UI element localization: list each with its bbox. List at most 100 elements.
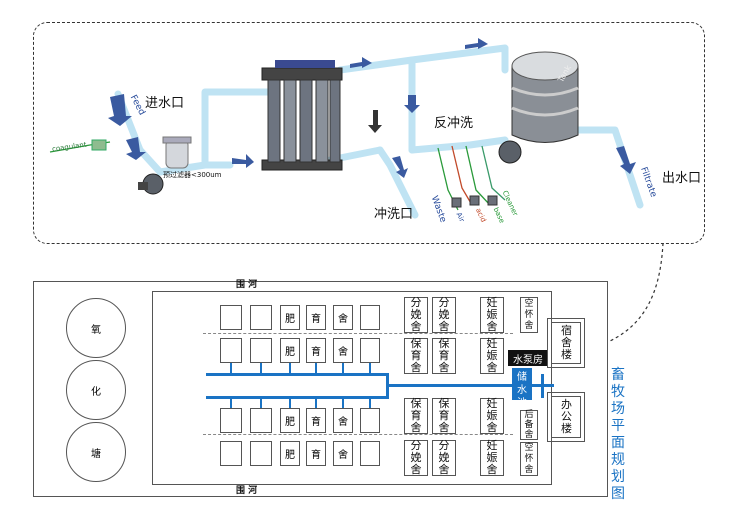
fattening-house: 育 bbox=[306, 441, 326, 466]
pen-label: 育 bbox=[311, 314, 321, 325]
nursery-label: 保育舍 bbox=[438, 397, 450, 434]
fattening-house: 肥 bbox=[280, 338, 300, 363]
fattening-house: 舍 bbox=[333, 338, 353, 363]
walkway-line bbox=[203, 333, 513, 334]
branch-pipe bbox=[230, 363, 232, 374]
pen bbox=[220, 305, 242, 330]
gestation-label: 妊娠舍 bbox=[486, 296, 498, 333]
dormitory: 宿舍楼 bbox=[551, 322, 581, 364]
river-top-label: 围 河 bbox=[236, 280, 258, 290]
farrowing-label: 分娩舍 bbox=[438, 296, 450, 333]
flush-arrow-icon bbox=[392, 156, 408, 178]
pen-label: 舍 bbox=[338, 347, 348, 358]
fattening-house: 肥 bbox=[280, 305, 300, 330]
farrowing-house: 分娩舍 bbox=[432, 297, 456, 333]
farrowing-label: 分娩舍 bbox=[438, 439, 450, 476]
gestation-house: 妊娠舍 bbox=[480, 398, 504, 434]
process-diagram-panel bbox=[33, 22, 705, 244]
backwash-arrow-icon bbox=[404, 95, 420, 113]
chem-line-4 bbox=[481, 145, 506, 201]
pond-1-label: 氧 bbox=[91, 324, 101, 336]
feed-arrow-icon bbox=[108, 94, 132, 126]
pen bbox=[360, 338, 380, 363]
chem-line-3 bbox=[465, 145, 491, 206]
empty-sow-label: 空怀舍 bbox=[524, 298, 534, 331]
chem-line-2 bbox=[451, 145, 473, 206]
acid-pump-icon bbox=[469, 195, 480, 206]
pen-label: 舍 bbox=[338, 314, 348, 325]
branch-pipe bbox=[342, 398, 344, 408]
branch-pipe bbox=[230, 398, 232, 408]
main-top-pipe bbox=[336, 56, 416, 154]
fattening-house: 舍 bbox=[333, 408, 353, 433]
nursery-label: 保育舍 bbox=[438, 337, 450, 374]
branch-pipe bbox=[260, 363, 262, 374]
fattening-house: 舍 bbox=[333, 441, 353, 466]
nursery-house: 保育舍 bbox=[404, 338, 428, 374]
empty-sow-label: 空怀舍 bbox=[524, 442, 534, 475]
farrowing-label: 分娩舍 bbox=[410, 439, 422, 476]
fattening-house: 舍 bbox=[333, 305, 353, 330]
fattening-house: 育 bbox=[306, 338, 326, 363]
top-arrow-icon bbox=[350, 57, 372, 68]
dormitory-outline bbox=[547, 318, 585, 368]
storage-pool: 储水池 bbox=[512, 368, 532, 409]
walkway-line bbox=[203, 434, 513, 435]
pen bbox=[220, 338, 242, 363]
storage-tank-icon bbox=[511, 51, 579, 143]
prefilter-label: 预过滤器<300um bbox=[163, 171, 222, 179]
main-water-pipe bbox=[206, 373, 388, 376]
main-water-pipe bbox=[206, 396, 388, 399]
inlet-label: 进水口 bbox=[145, 96, 185, 111]
riser-pipe bbox=[541, 374, 544, 398]
river-bottom-label: 围 河 bbox=[236, 486, 258, 496]
flush-outlet-label: 冲洗口 bbox=[374, 207, 414, 222]
storage-pool-label: 储水池 bbox=[517, 372, 527, 409]
fattening-house: 育 bbox=[306, 305, 326, 330]
outlet-arrow-icon bbox=[616, 146, 636, 174]
farrowing-house: 分娩舍 bbox=[404, 440, 428, 476]
gestation-label: 妊娠舍 bbox=[486, 337, 498, 374]
pen bbox=[250, 338, 272, 363]
feed-arrow-2-icon bbox=[126, 137, 146, 160]
oxidation-pond-2: 化 bbox=[66, 360, 126, 420]
nursery-label: 保育舍 bbox=[410, 337, 422, 374]
tank-pump-icon bbox=[498, 140, 522, 164]
oxidation-pond-1: 氧 bbox=[66, 298, 126, 358]
fattening-house: 肥 bbox=[280, 441, 300, 466]
branch-pipe bbox=[369, 363, 371, 374]
nursery-house: 保育舍 bbox=[432, 398, 456, 434]
pen-label: 肥 bbox=[285, 417, 295, 428]
nursery-label: 保育舍 bbox=[410, 397, 422, 434]
branch-pipe bbox=[369, 398, 371, 408]
membrane-module-icon bbox=[261, 60, 343, 171]
pen-label: 肥 bbox=[285, 314, 295, 325]
nursery-house: 保育舍 bbox=[404, 398, 428, 434]
waste-pipe bbox=[376, 146, 419, 219]
pen bbox=[360, 408, 380, 433]
pen bbox=[250, 305, 272, 330]
pen-label: 肥 bbox=[285, 450, 295, 461]
oxidation-pond-3: 塘 bbox=[66, 422, 126, 482]
backwash-label: 反冲洗 bbox=[434, 116, 474, 131]
pen-label: 育 bbox=[311, 417, 321, 428]
pen bbox=[250, 408, 272, 433]
main-water-pipe bbox=[386, 384, 554, 387]
pen bbox=[220, 441, 242, 466]
pen bbox=[360, 441, 380, 466]
farrowing-house: 分娩舍 bbox=[404, 297, 428, 333]
pond-3-label: 塘 bbox=[91, 448, 101, 460]
module-in-arrow-icon bbox=[232, 154, 254, 168]
replacement-house: 后备舍 bbox=[520, 410, 538, 440]
office-outline bbox=[547, 392, 585, 442]
branch-pipe bbox=[315, 398, 317, 408]
branch-pipe bbox=[342, 363, 344, 374]
pond-2-label: 化 bbox=[91, 386, 101, 398]
branch-pipe bbox=[289, 363, 291, 374]
farrowing-label: 分娩舍 bbox=[410, 296, 422, 333]
upper-pipe bbox=[408, 44, 509, 74]
branch-pipe bbox=[315, 363, 317, 374]
fattening-house: 肥 bbox=[280, 408, 300, 433]
pen-label: 育 bbox=[311, 450, 321, 461]
